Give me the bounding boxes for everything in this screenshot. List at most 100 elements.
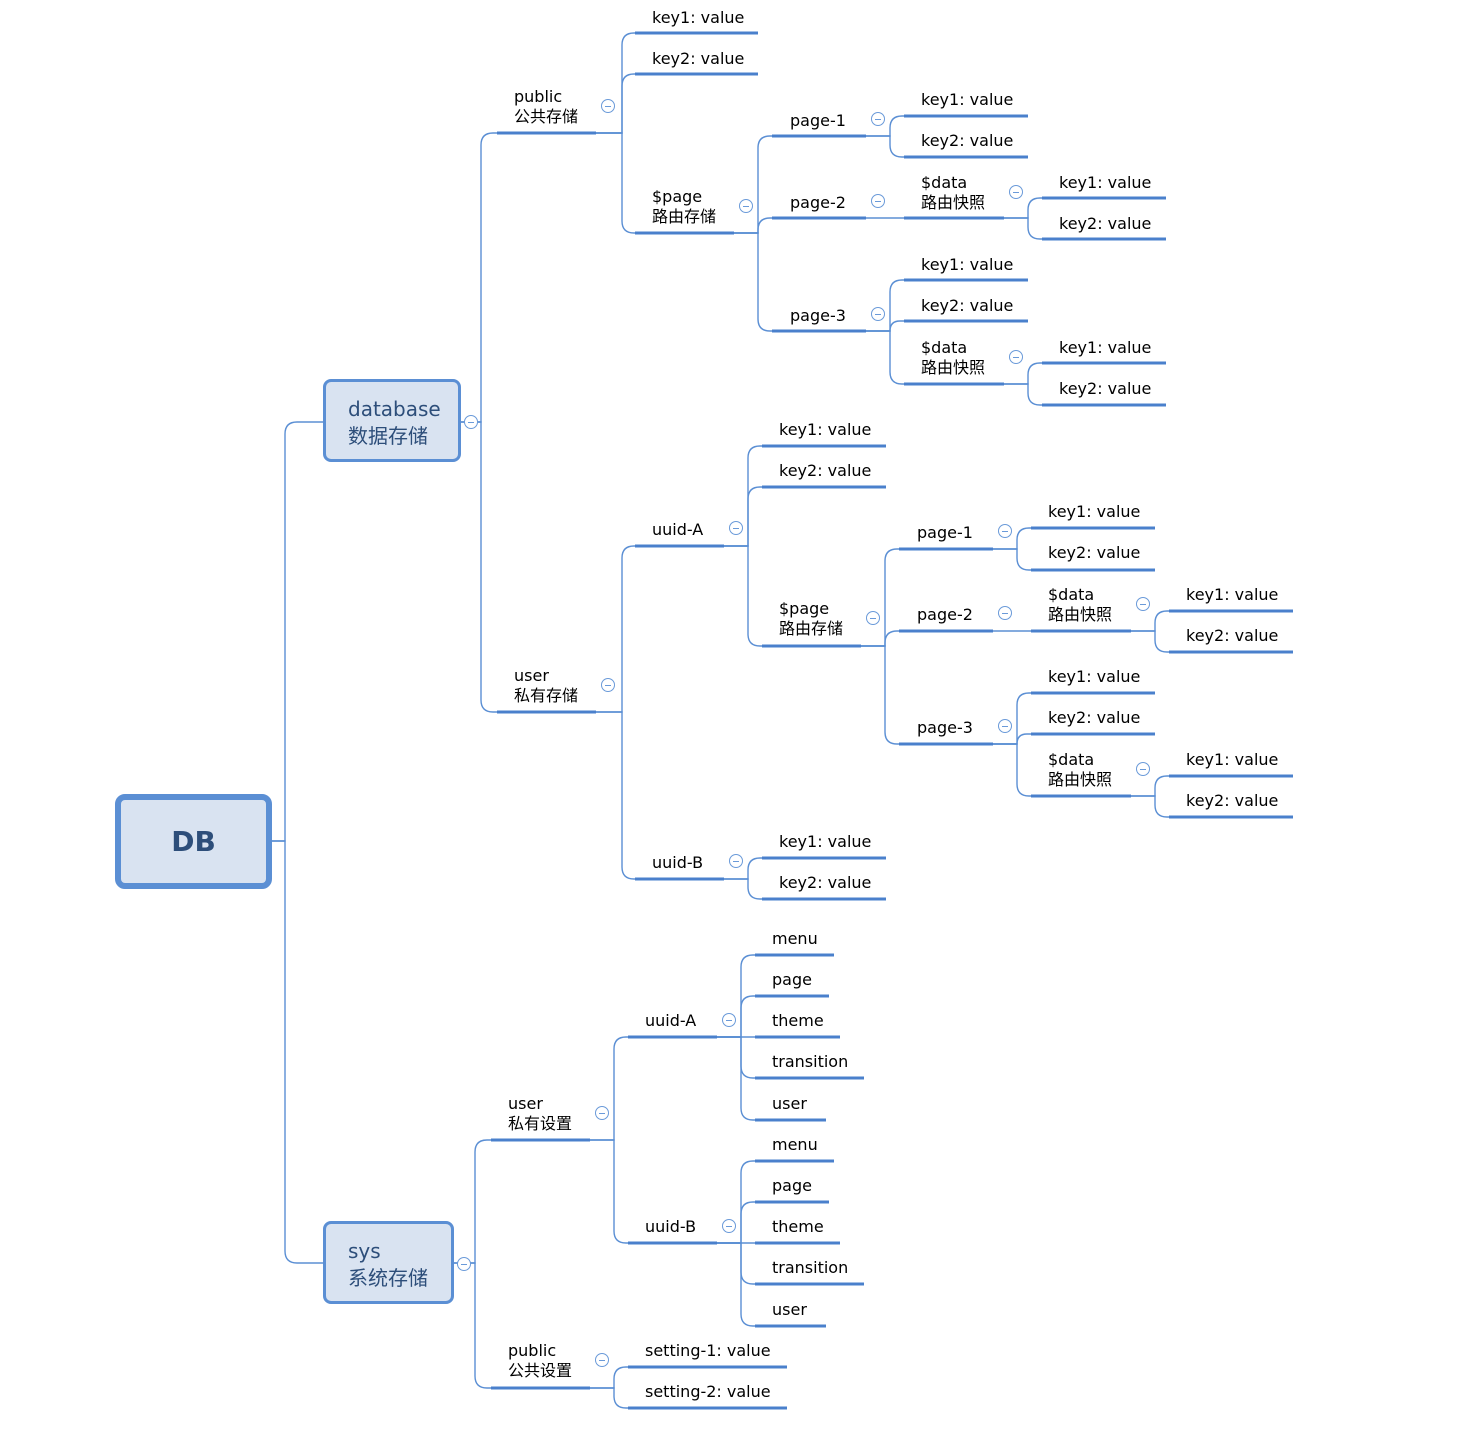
collapse-toggle-icon[interactable] — [871, 194, 885, 208]
collapse-toggle-icon[interactable] — [729, 854, 743, 868]
node-page-1[interactable]: page-1 — [790, 111, 846, 130]
collapse-toggle-icon[interactable] — [1136, 597, 1150, 611]
leaf-key1[interactable]: key1: value — [779, 832, 872, 851]
node-page-2[interactable]: page-2 — [790, 193, 846, 212]
collapse-toggle-icon[interactable] — [595, 1353, 609, 1367]
leaf-key1[interactable]: key1: value — [921, 90, 1014, 109]
collapse-toggle-icon[interactable] — [1136, 762, 1150, 776]
collapse-toggle-icon[interactable] — [739, 199, 753, 213]
connector-line — [717, 1160, 755, 1244]
leaf-key1[interactable]: key1: value — [1186, 585, 1279, 604]
leaf-key2[interactable]: key2: value — [921, 131, 1014, 150]
connector-line — [717, 995, 755, 1038]
node-page-label[interactable]: $page — [779, 599, 830, 618]
node-data-sublabel[interactable]: 路由快照 — [921, 193, 986, 212]
connector-line — [724, 545, 762, 647]
collapse-toggle-icon[interactable] — [722, 1219, 736, 1233]
connector-line — [717, 1201, 755, 1244]
node-data-sublabel[interactable]: 路由快照 — [921, 358, 986, 377]
collapse-toggle-icon[interactable] — [998, 719, 1012, 733]
node-page-sublabel[interactable]: 路由存储 — [779, 619, 844, 638]
leaf-theme[interactable]: theme — [772, 1011, 824, 1030]
leaf-transition[interactable]: transition — [772, 1258, 849, 1277]
collapse-toggle-icon[interactable] — [595, 1106, 609, 1120]
collapse-toggle-icon[interactable] — [464, 415, 478, 429]
node-uuid-a[interactable]: uuid-A — [652, 520, 704, 539]
node-db-label: DB — [171, 825, 216, 858]
connector-line — [993, 733, 1031, 745]
leaf-key1[interactable]: key1: value — [1048, 667, 1141, 686]
leaf-setting-1[interactable]: setting-1: value — [645, 1341, 771, 1360]
connector-line — [861, 645, 899, 745]
node-public-label[interactable]: public — [508, 1341, 557, 1360]
node-sys[interactable]: sys 系统存储 — [323, 1221, 454, 1304]
node-data-label[interactable]: $data — [1048, 585, 1095, 604]
leaf-menu[interactable]: menu — [772, 929, 818, 948]
node-data-label[interactable]: $data — [921, 338, 968, 357]
leaf-menu[interactable]: menu — [772, 1135, 818, 1154]
node-db-root[interactable]: DB — [115, 794, 272, 889]
collapse-toggle-icon[interactable] — [729, 521, 743, 535]
leaf-user[interactable]: user — [772, 1094, 807, 1113]
leaf-theme[interactable]: theme — [772, 1217, 824, 1236]
connector-line — [993, 743, 1031, 797]
leaf-transition[interactable]: transition — [772, 1052, 849, 1071]
node-uuid-b[interactable]: uuid-B — [645, 1217, 697, 1236]
leaf-key2[interactable]: key2: value — [1186, 791, 1279, 810]
leaf-key2[interactable]: key2: value — [652, 49, 745, 68]
leaf-key1[interactable]: key1: value — [652, 8, 745, 27]
node-public-sublabel[interactable]: 公共设置 — [508, 1361, 573, 1380]
collapse-toggle-icon[interactable] — [722, 1013, 736, 1027]
node-user-sublabel[interactable]: 私有设置 — [508, 1114, 573, 1133]
node-data-label[interactable]: $data — [1048, 750, 1095, 769]
collapse-toggle-icon[interactable] — [601, 99, 615, 113]
leaf-key2[interactable]: key2: value — [779, 873, 872, 892]
node-user-label[interactable]: user — [508, 1094, 543, 1113]
connector-line — [866, 330, 904, 385]
node-page-sublabel[interactable]: 路由存储 — [652, 207, 717, 226]
node-page-2[interactable]: page-2 — [917, 605, 973, 624]
node-public-sublabel[interactable]: 公共存储 — [514, 107, 579, 126]
leaf-key2[interactable]: key2: value — [921, 296, 1014, 315]
connector-line — [861, 630, 899, 647]
node-user-label[interactable]: user — [514, 666, 549, 685]
node-public-label[interactable]: public — [514, 87, 563, 106]
leaf-key1[interactable]: key1: value — [1186, 750, 1279, 769]
collapse-toggle-icon[interactable] — [871, 307, 885, 321]
leaf-key1[interactable]: key1: value — [921, 255, 1014, 274]
collapse-toggle-icon[interactable] — [998, 524, 1012, 538]
node-uuid-b[interactable]: uuid-B — [652, 853, 704, 872]
leaf-key1[interactable]: key1: value — [1048, 502, 1141, 521]
collapse-toggle-icon[interactable] — [866, 611, 880, 625]
node-data-label[interactable]: $data — [921, 173, 968, 192]
collapse-toggle-icon[interactable] — [998, 606, 1012, 620]
node-page-1[interactable]: page-1 — [917, 523, 973, 542]
collapse-toggle-icon[interactable] — [1009, 185, 1023, 199]
node-page-label[interactable]: $page — [652, 187, 703, 206]
node-data-sublabel[interactable]: 路由快照 — [1048, 770, 1113, 789]
leaf-user[interactable]: user — [772, 1300, 807, 1319]
node-page-3[interactable]: page-3 — [917, 718, 973, 737]
collapse-toggle-icon[interactable] — [457, 1257, 471, 1271]
node-database[interactable]: database 数据存储 — [323, 379, 461, 462]
leaf-setting-2[interactable]: setting-2: value — [645, 1382, 771, 1401]
leaf-key1[interactable]: key1: value — [1059, 173, 1152, 192]
node-page-3[interactable]: page-3 — [790, 306, 846, 325]
leaf-page[interactable]: page — [772, 1176, 812, 1195]
leaf-key2[interactable]: key2: value — [779, 461, 872, 480]
collapse-toggle-icon[interactable] — [1009, 350, 1023, 364]
collapse-toggle-icon[interactable] — [871, 112, 885, 126]
leaf-key2[interactable]: key2: value — [1059, 379, 1152, 398]
collapse-toggle-icon[interactable] — [601, 678, 615, 692]
leaf-key2[interactable]: key2: value — [1186, 626, 1279, 645]
leaf-key2[interactable]: key2: value — [1059, 214, 1152, 233]
leaf-key2[interactable]: key2: value — [1048, 543, 1141, 562]
leaf-page[interactable]: page — [772, 970, 812, 989]
leaf-key1[interactable]: key1: value — [779, 420, 872, 439]
node-uuid-a[interactable]: uuid-A — [645, 1011, 697, 1030]
leaf-key2[interactable]: key2: value — [1048, 708, 1141, 727]
node-user-sublabel[interactable]: 私有存储 — [514, 686, 579, 705]
node-data-sublabel[interactable]: 路由快照 — [1048, 605, 1113, 624]
leaf-key1[interactable]: key1: value — [1059, 338, 1152, 357]
